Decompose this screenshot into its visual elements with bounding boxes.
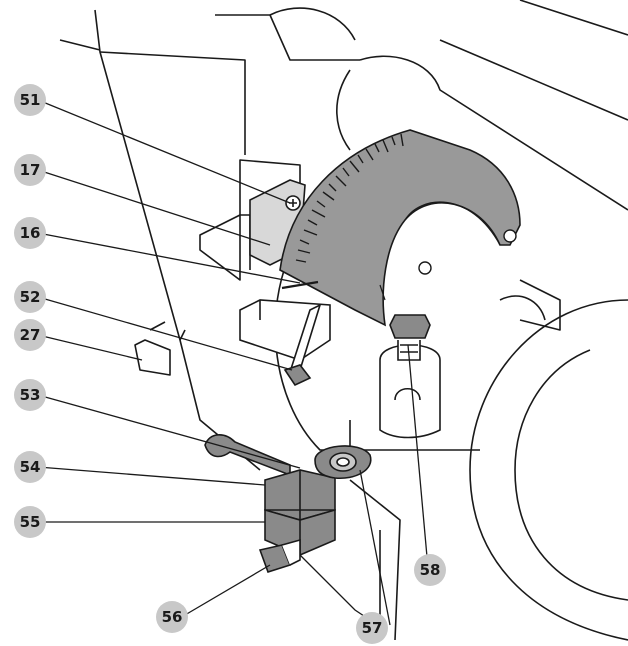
leader-lines — [37, 99, 429, 626]
leader-52 — [37, 296, 293, 371]
callout-53: 53 — [14, 379, 46, 411]
leader-54 — [37, 466, 266, 486]
leader-16 — [37, 232, 301, 284]
scale-screw-2-icon — [503, 229, 517, 243]
callout-56: 56 — [156, 601, 188, 633]
svg-text:58: 58 — [420, 561, 441, 579]
svg-text:57: 57 — [362, 619, 383, 637]
svg-text:56: 56 — [162, 608, 183, 626]
callout-27: 27 — [14, 319, 46, 351]
svg-text:53: 53 — [20, 386, 41, 404]
machine-frame — [59, 0, 628, 641]
leader-51 — [37, 99, 291, 204]
svg-text:16: 16 — [20, 224, 41, 242]
svg-text:17: 17 — [20, 161, 41, 179]
bolt-post — [379, 314, 441, 439]
hex-bolt-icon — [389, 314, 431, 339]
scale-pointer — [281, 280, 319, 290]
clamp-washer — [314, 445, 372, 480]
scale-screw-icon — [418, 261, 432, 275]
svg-text:51: 51 — [20, 91, 41, 109]
leader-58 — [407, 344, 429, 569]
angle-scale — [279, 129, 521, 327]
callout-57: 57 — [356, 612, 388, 644]
callout-52: 52 — [14, 281, 46, 313]
callout-17: 17 — [14, 154, 46, 186]
leader-56 — [184, 564, 271, 616]
leader-27 — [37, 334, 143, 361]
svg-text:55: 55 — [20, 513, 41, 531]
leader-17 — [37, 169, 271, 246]
callout-51: 51 — [14, 84, 46, 116]
svg-text:52: 52 — [20, 288, 41, 306]
scale-tick-marks — [295, 133, 404, 263]
callouts: 51 17 16 52 27 53 54 55 56 57 58 — [14, 84, 446, 644]
svg-text:54: 54 — [20, 458, 41, 476]
clamp-lever — [204, 434, 291, 477]
callout-58: 58 — [414, 554, 446, 586]
callout-55: 55 — [14, 506, 46, 538]
leader-53 — [37, 394, 301, 469]
svg-text:27: 27 — [20, 326, 41, 344]
callout-54: 54 — [14, 451, 46, 483]
callout-16: 16 — [14, 217, 46, 249]
clamp-knob — [258, 538, 301, 573]
